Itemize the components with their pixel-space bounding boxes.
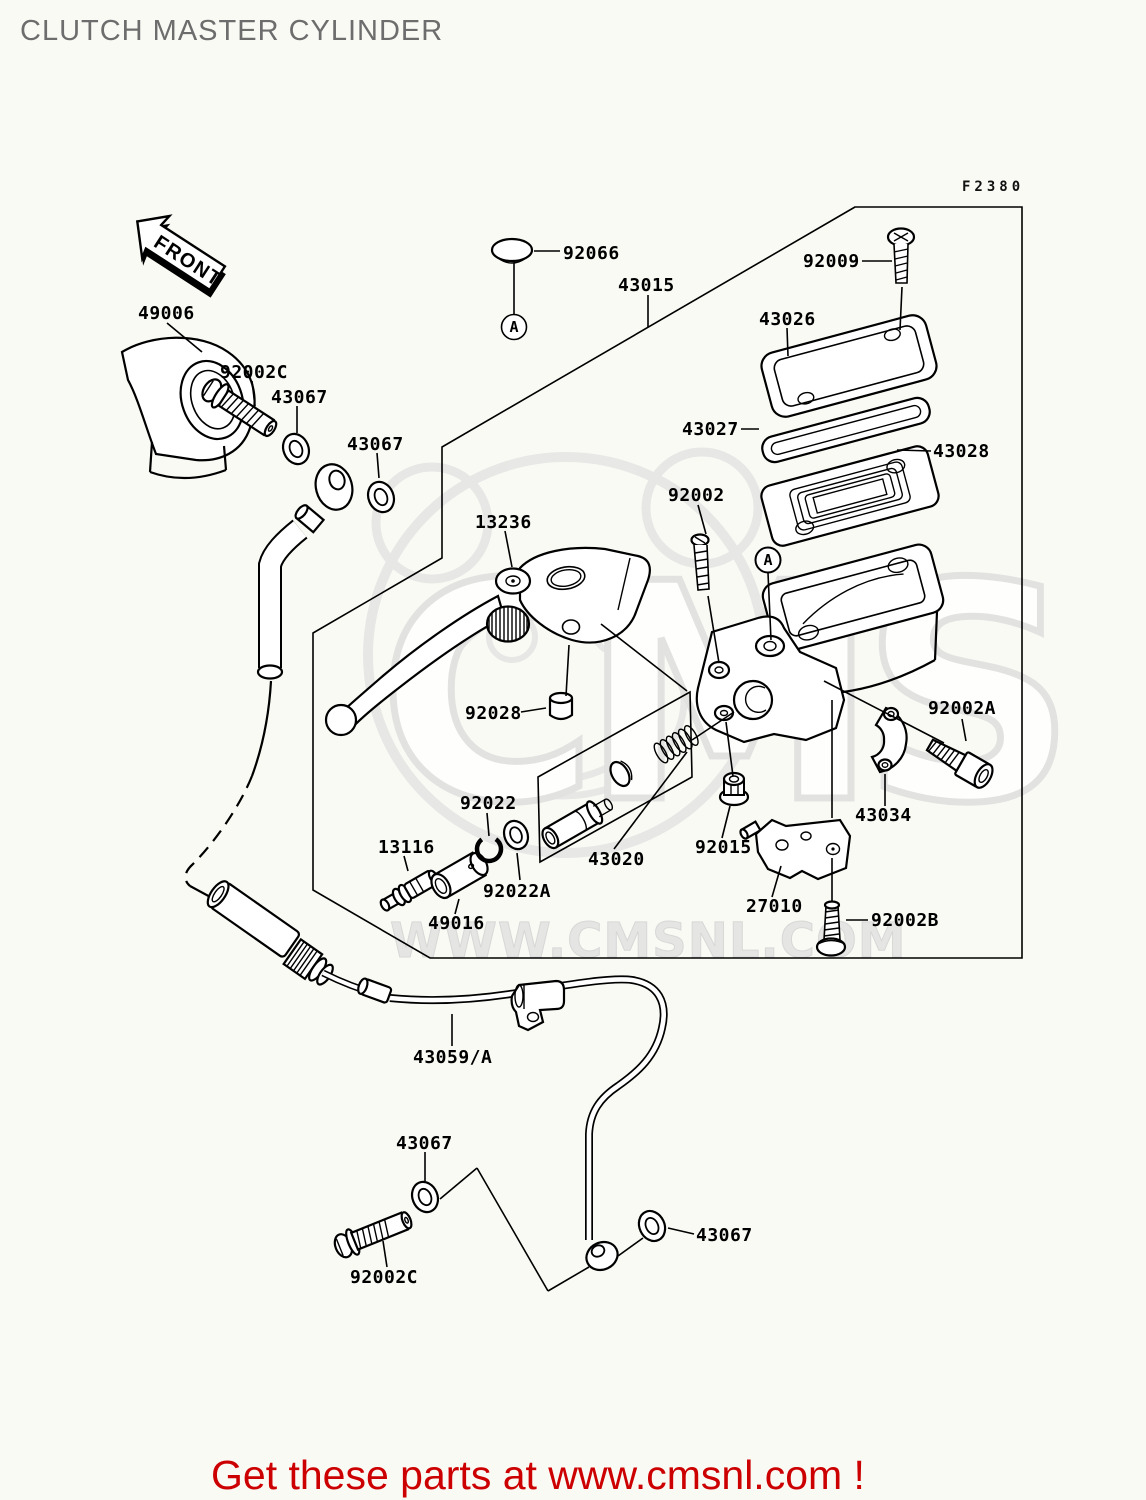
part-label-43059[interactable]: 43059/A [413,1047,492,1068]
part-label-92022[interactable]: 92022 [460,793,517,814]
part-label-43067-top2[interactable]: 43067 [347,434,404,455]
part-label-92002B[interactable]: 92002B [871,910,939,931]
drawing-43028-diaphragm-plate [760,445,940,547]
part-label-27010[interactable]: 27010 [746,896,803,917]
part-label-92015[interactable]: 92015 [695,837,752,858]
drawing-92022A-washer [502,819,530,851]
part-label-92022A[interactable]: 92022A [483,881,551,902]
drawing-92022-circlip [474,834,504,864]
pipe-clamp [510,979,566,1032]
drawing-13236-lever-assembly [324,546,651,737]
drawing-43034-clamp-holder [870,706,908,774]
leader-lines [166,250,967,1292]
part-label-13116[interactable]: 13116 [378,837,435,858]
drawing-43059-hose-pipe [184,519,668,1272]
part-label-43026[interactable]: 43026 [759,309,816,330]
drawing-43020-piston-kit [537,690,699,864]
drawing-92002C-banjo-bolt-top [201,378,278,438]
drawing-92028-bushing [548,691,574,721]
drawing-43027-gasket [761,396,931,464]
drawing-92002A-bolt [925,738,994,789]
part-label-92002[interactable]: 92002 [668,485,725,506]
part-labels: 92066 43015 92009 43026 43027 43028 9200… [138,243,996,1288]
part-label-43067-bottom2[interactable]: 43067 [696,1225,753,1246]
part-label-43015[interactable]: 43015 [618,275,675,296]
footer-cmsnl-link[interactable]: Get these parts at www.cmsnl.com ! [211,1452,865,1498]
part-label-49016[interactable]: 49016 [428,913,485,934]
svg-text:A: A [509,318,518,336]
drawing-92002C-banjo-bolt-bottom [333,1211,413,1259]
part-label-43027[interactable]: 43027 [682,419,739,440]
detail-marker-a-top: A [500,313,528,341]
part-label-92009[interactable]: 92009 [803,251,860,272]
drawing-13116-bleeder [379,869,440,912]
front-arrow: FRONT [135,214,227,298]
part-label-49006[interactable]: 49006 [138,303,195,324]
drawing-92002-screw [690,533,710,591]
part-label-92066[interactable]: 92066 [563,243,620,264]
page-title: CLUTCH MASTER CYLINDER [20,15,443,47]
drawing-92002B-screw [815,900,847,957]
part-label-43034[interactable]: 43034 [855,805,912,826]
part-label-92002C-top[interactable]: 92002C [220,362,288,383]
part-label-43028[interactable]: 43028 [933,441,990,462]
part-label-13236[interactable]: 13236 [475,512,532,533]
svg-text:A: A [763,551,772,569]
drawing-49016-bushing [430,851,489,900]
drawing-43026-reservoir-cap [760,314,938,418]
part-label-43020[interactable]: 43020 [588,849,645,870]
part-label-92002C-bottom[interactable]: 92002C [350,1267,418,1288]
drawing-hose-top-banjo [294,463,354,534]
drawing-92015-nut [718,771,750,807]
drawing-43015-reservoir-tank [761,543,945,696]
drawing-92009-screw [886,227,916,284]
part-label-43067-bottom1[interactable]: 43067 [396,1133,453,1154]
assembly-boundary-box [312,206,1023,959]
part-label-92028[interactable]: 92028 [465,703,522,724]
drawing-92066-cap [490,237,534,264]
part-label-43067-top1[interactable]: 43067 [271,387,328,408]
detail-marker-a-body: A [754,546,782,574]
figure-code: F2380 [962,179,1024,195]
part-label-92002A[interactable]: 92002A [928,698,996,719]
